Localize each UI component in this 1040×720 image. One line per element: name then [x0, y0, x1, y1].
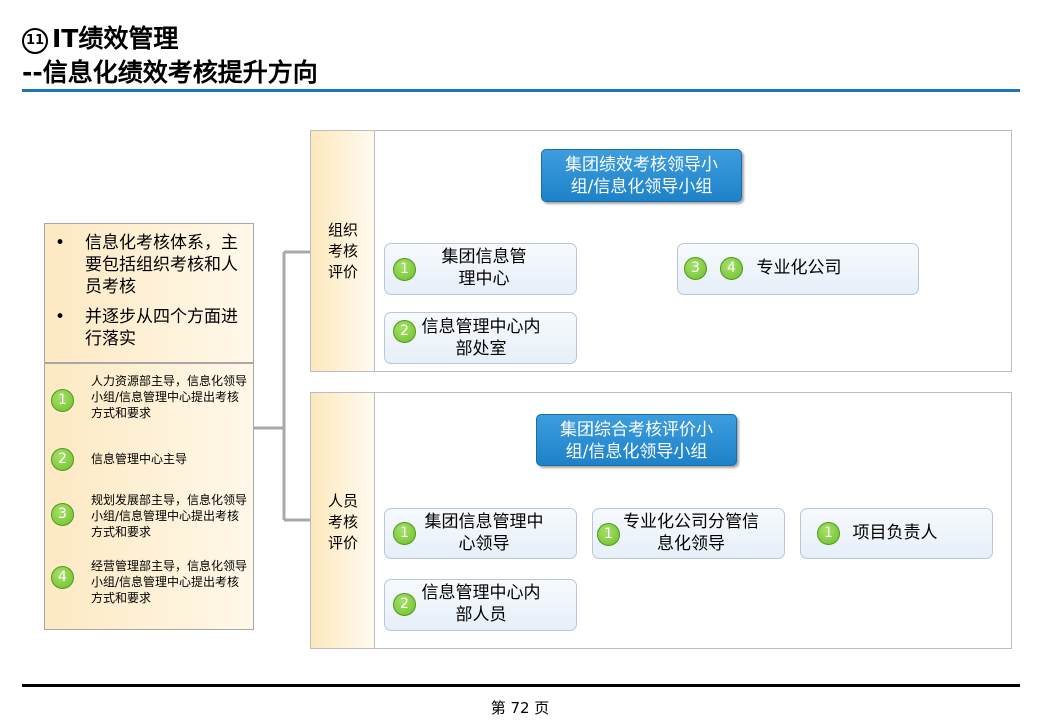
node-label: 集团信息管理中心领导: [424, 512, 544, 554]
node-badge: 2: [393, 593, 416, 616]
org-label-line: 考核: [327, 242, 358, 260]
step-text-1: 人力资源部主导，信息化领导小组/信息管理中心提出考核方式和要求: [91, 374, 248, 420]
step-badge-4: 4: [51, 566, 74, 589]
org-node-group-it-center: 1 集团信息管理中心: [384, 243, 577, 295]
node-badge: 1: [393, 522, 416, 545]
org-top-node: 集团绩效考核领导小组/信息化领导小组: [541, 149, 742, 202]
step-text-2: 信息管理中心主导: [91, 452, 188, 466]
node-badge: 1: [817, 522, 840, 545]
org-node-specialized-company: 3 4 专业化公司: [677, 243, 919, 295]
page-number: 第 72 页: [490, 699, 550, 717]
person-label-line: 评价: [327, 534, 358, 552]
node-label: 专业化公司: [756, 258, 842, 278]
step-badge-1: 1: [51, 389, 74, 412]
summary-box: 信息化考核体系，主要包括组织考核和人员考核 并逐步从四个方面进行落实: [44, 223, 254, 363]
org-label-line: 组织: [327, 221, 358, 239]
node-badge: 1: [393, 258, 416, 281]
node-label: 专业化公司分管信息化领导: [623, 512, 759, 554]
header-divider: [22, 89, 1020, 92]
summary-bullet: 信息化考核体系，主要包括组织考核和人员考核: [45, 232, 253, 298]
node-badge: 3: [684, 257, 707, 280]
step-badge-2: 2: [51, 448, 74, 471]
responsibility-box: 1 人力资源部主导，信息化领导小组/信息管理中心提出考核方式和要求 2 信息管理…: [44, 363, 254, 630]
step-text-4: 经营管理部主导，信息化领导小组/信息管理中心提出考核方式和要求: [91, 559, 248, 605]
left-bracket: [254, 250, 310, 522]
org-node-internal-divisions: 2 信息管理中心内部处室: [384, 312, 577, 364]
node-label: 信息管理中心内部处室: [421, 317, 541, 359]
summary-bullet: 并逐步从四个方面进行落实: [45, 306, 253, 350]
person-node-company-it-leader: 1 专业化公司分管信息化领导: [592, 508, 785, 559]
person-label-line: 考核: [327, 513, 358, 531]
person-top-node: 集团综合考核评价小组/信息化领导小组: [536, 414, 737, 466]
node-badge: 2: [393, 320, 416, 343]
org-panel-label: 组织 考核 评价: [311, 131, 375, 371]
node-badge: 4: [720, 257, 743, 280]
node-label: 信息管理中心内部人员: [421, 583, 541, 625]
circled-number: 11: [22, 28, 48, 54]
person-node-project-lead: 1 项目负责人: [800, 508, 993, 559]
org-label-line: 评价: [327, 263, 358, 281]
person-node-internal-staff: 2 信息管理中心内部人员: [384, 579, 577, 631]
page-subtitle: --信息化绩效考核提升方向: [22, 58, 318, 87]
footer-divider: [22, 684, 1020, 687]
node-label: 集团信息管理中心: [441, 247, 527, 289]
person-label-line: 人员: [327, 492, 358, 510]
step-text-3: 规划发展部主导，信息化领导小组/信息管理中心提出考核方式和要求: [91, 493, 248, 539]
person-panel-label: 人员 考核 评价: [311, 393, 375, 648]
step-badge-3: 3: [51, 503, 74, 526]
node-badge: 1: [597, 523, 620, 546]
person-node-it-center-leader: 1 集团信息管理中心领导: [384, 508, 577, 559]
node-label: 项目负责人: [852, 523, 938, 543]
title-line-1: IT绩效管理: [52, 24, 179, 53]
